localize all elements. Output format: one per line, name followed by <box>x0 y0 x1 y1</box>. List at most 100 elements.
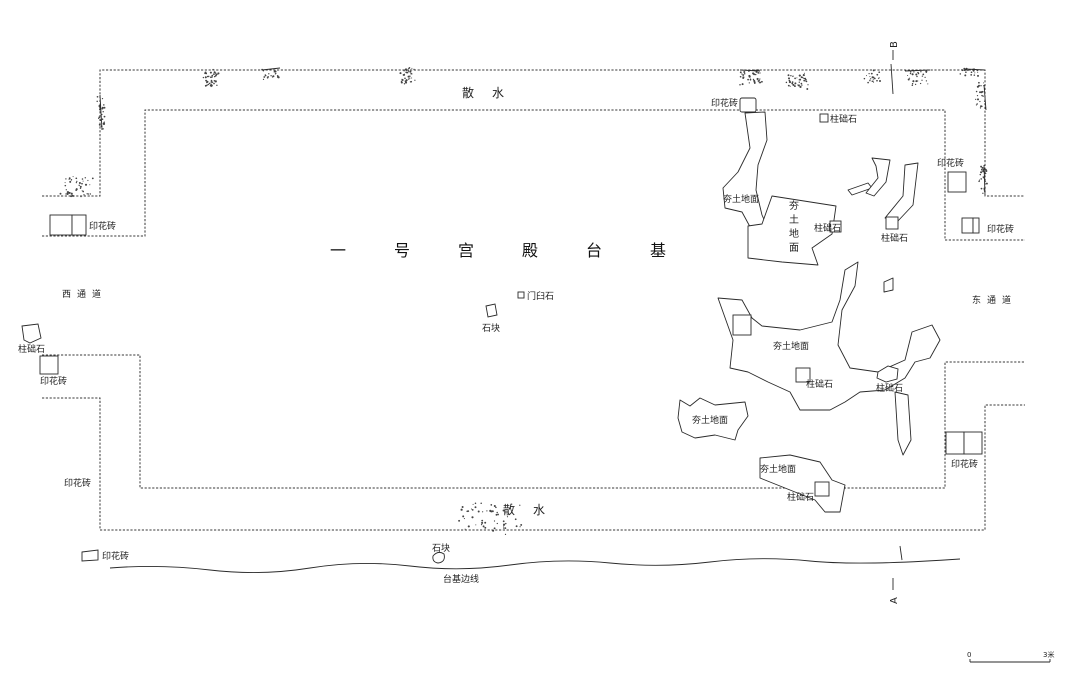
stipple-dot <box>967 69 969 72</box>
stipple-dot <box>403 83 406 85</box>
section-cut-a <box>899 545 903 561</box>
stipple-dot <box>78 181 81 185</box>
plan-title: 一号宫殿台基 <box>330 241 714 260</box>
stipple-dot <box>876 73 879 76</box>
stipple-dot <box>794 77 796 80</box>
stipple-dot <box>979 91 981 94</box>
stipple-dot <box>405 82 407 84</box>
label-pillar-base: 柱础石 <box>806 378 833 390</box>
stipple-dot <box>925 80 928 82</box>
stipple-dot <box>743 70 746 74</box>
stipple-dot <box>98 117 100 119</box>
stipple-dot <box>101 118 104 120</box>
stipple-dot <box>797 84 800 87</box>
apron-outer-top <box>42 69 1025 197</box>
stipple-dot <box>76 180 78 183</box>
label-stone-block-bottom: 石块 <box>432 542 450 554</box>
printed-brick-box <box>71 214 87 236</box>
stipple-dot <box>405 70 408 72</box>
stipple-dot <box>210 84 213 87</box>
platform-boundary-line <box>109 558 961 574</box>
stipple-dot <box>756 77 759 81</box>
stipple-dot <box>408 66 411 69</box>
stipple-dot <box>273 71 275 73</box>
stipple-dot <box>975 90 978 93</box>
stipple-dot <box>980 178 983 180</box>
stipple-dot <box>911 73 914 76</box>
stipple-dot <box>787 77 791 80</box>
rammed-earth-strip <box>884 162 919 223</box>
label-printed-brick: 印花砖 <box>951 458 978 470</box>
stipple-dot <box>208 75 210 77</box>
stipple-dot <box>467 525 470 528</box>
section-marker-a: A <box>889 597 900 604</box>
stipple-dot <box>480 523 483 526</box>
stipple-dot <box>82 190 85 193</box>
section-line-b <box>890 50 894 95</box>
stipple-dot <box>89 184 91 186</box>
stipple-dot <box>474 506 477 509</box>
stipple-dot <box>978 179 981 181</box>
apron-outer-bottom <box>42 397 1025 531</box>
stipple-dot <box>65 193 67 195</box>
stipple-dot <box>502 509 505 512</box>
label-printed-brick: 印花砖 <box>89 220 116 232</box>
stipple-texture <box>59 66 988 536</box>
edge-fragment <box>983 164 986 196</box>
stipple-dot <box>102 128 104 130</box>
stipple-dot <box>785 81 788 84</box>
stipple-dot <box>793 85 796 88</box>
stipple-dot <box>271 76 274 78</box>
stipple-dot <box>275 72 277 75</box>
stipple-dot <box>103 121 105 123</box>
stipple-dot <box>787 84 790 87</box>
stipple-dot <box>979 173 982 176</box>
stipple-dot <box>502 520 505 523</box>
stipple-dot <box>757 80 760 82</box>
stipple-dot <box>270 75 272 77</box>
label-printed-brick: 印花砖 <box>937 157 964 169</box>
stipple-dot <box>464 528 466 530</box>
label-printed-brick: 印花砖 <box>40 375 67 387</box>
stipple-dot <box>461 506 464 508</box>
stipple-dot <box>96 100 98 103</box>
stipple-dot <box>66 191 69 194</box>
stipple-dot <box>985 170 988 172</box>
stipple-dot <box>927 83 929 85</box>
stipple-dot <box>82 180 84 182</box>
stipple-dot <box>788 81 792 84</box>
stipple-dot <box>917 80 919 82</box>
stipple-dot <box>264 74 267 77</box>
stipple-dot <box>207 83 210 86</box>
stipple-dot <box>506 516 509 518</box>
pillar-base-box <box>819 113 829 123</box>
stipple-dot <box>401 79 404 81</box>
stipple-dot <box>800 82 803 85</box>
stipple-dot <box>495 506 497 509</box>
stipple-dot <box>911 83 914 85</box>
stipple-dot <box>981 166 984 169</box>
stipple-dot <box>101 113 103 116</box>
stipple-dot <box>877 78 879 80</box>
stipple-dot <box>472 503 474 505</box>
stipple-dot <box>206 75 209 78</box>
stipple-dot <box>970 71 973 74</box>
stipple-dot <box>410 72 413 75</box>
stipple-dot <box>414 79 416 81</box>
stipple-dot <box>963 69 966 71</box>
printed-brick-box <box>39 355 59 375</box>
stipple-dot <box>480 502 482 504</box>
stipple-dot <box>806 88 809 90</box>
stipple-dot <box>491 510 494 513</box>
stipple-dot <box>503 527 505 529</box>
stipple-dot <box>920 71 922 73</box>
stipple-dot <box>915 73 918 76</box>
stipple-dot <box>977 74 979 77</box>
rammed-earth-pillar-strip <box>894 391 912 456</box>
stipple-dot <box>520 523 523 526</box>
stipple-dot <box>739 84 741 86</box>
stipple-dot <box>985 172 987 175</box>
printed-brick-box <box>972 217 980 234</box>
stipple-dot <box>872 79 874 81</box>
